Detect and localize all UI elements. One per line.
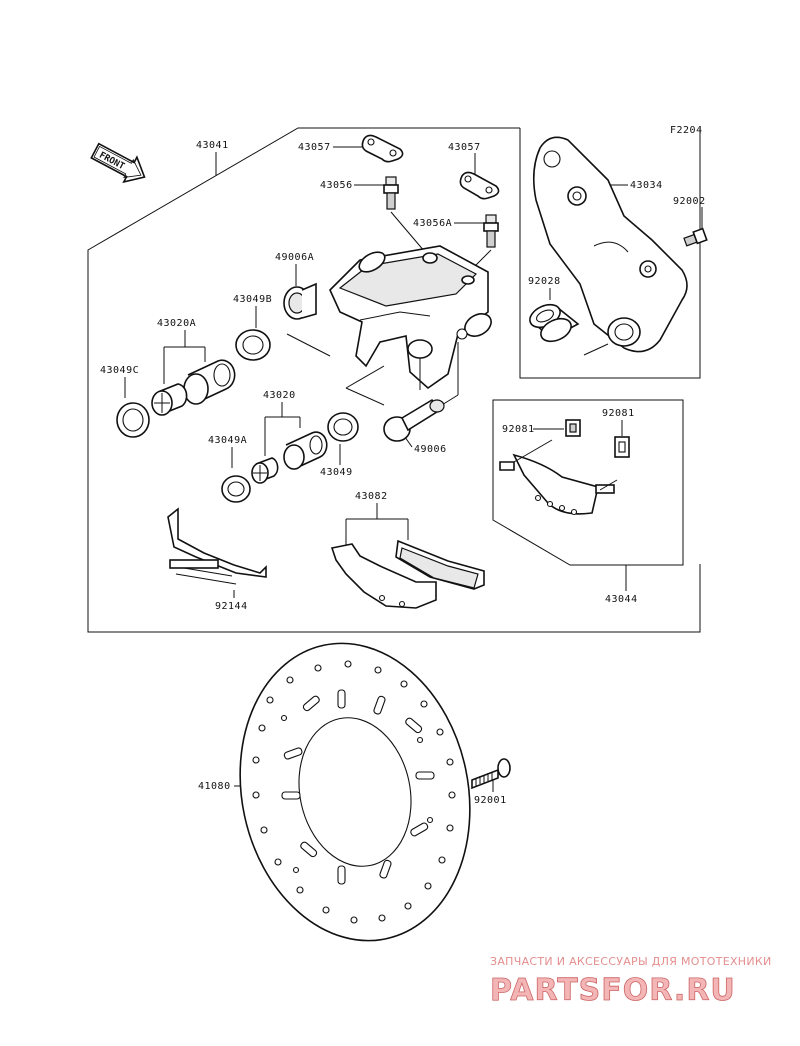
disc-slots [281,689,435,885]
brake-disc [239,642,471,942]
pin-a [565,419,581,437]
caliper-body [329,245,492,390]
label-disc: 41080 [198,781,231,792]
label-pin-b: 92081 [602,408,635,419]
label-bleeder-plate-b: 43057 [448,142,481,153]
collar [529,303,580,343]
label-bracket: 43034 [630,180,663,191]
label-piston-a: 43020A [157,318,196,329]
piston [283,431,328,470]
piston-a [183,359,236,405]
part-labels: 43041 43057 43057 43056 43056A 43034 920… [100,140,706,806]
disc-bolt [471,758,511,790]
label-pad-holder: 43044 [605,594,638,605]
piston-a-insulator [151,383,188,416]
bleeder-plate-a [361,134,404,163]
bleeder-plate-b [459,171,500,200]
bleeder-valve-a [483,214,499,248]
label-seal-a: 43049A [208,435,247,446]
watermark-logo: PARTSFOR.RU [490,973,736,1008]
label-bleeder-plate-a: 43057 [298,142,331,153]
label-bleeder-valve-a: 43056A [413,218,452,229]
bleeder-valve [383,176,399,210]
label-seal-b: 43049B [233,294,272,305]
seal [327,412,359,442]
front-arrow-icon: FRONT [90,142,146,184]
label-boot-a: 49006A [275,252,314,263]
watermark: ЗАПЧАСТИ И АКСЕССУАРЫ ДЛЯ МОТОТЕХНИКИ PA… [490,955,772,1008]
label-bolt-bracket: 92002 [673,196,706,207]
bracket-group-frame [519,128,701,379]
label-piston: 43020 [263,390,296,401]
bracket-bolt [683,227,708,247]
label-boot: 49006 [414,444,447,455]
pad-spring [167,507,267,585]
label-pin-a: 92081 [502,424,535,435]
label-collar: 92028 [528,276,561,287]
boot-a [283,282,317,320]
label-pad-assy: 43082 [355,491,388,502]
label-caliper-assy: 43041 [196,140,229,151]
seal-b [235,329,271,361]
brake-pads [330,539,485,609]
caliper-bracket [532,136,688,353]
label-seal: 43049 [320,467,353,478]
label-bleeder-valve: 43056 [320,180,353,191]
watermark-tagline: ЗАПЧАСТИ И АКСЕССУАРЫ ДЛЯ МОТОТЕХНИКИ [490,955,772,968]
disc-perforations [252,660,456,924]
boot [383,398,445,442]
caliper-group-frame [87,127,701,633]
piston-insulator [251,457,279,484]
figure-code: F2204 [670,125,703,136]
pad-holder [499,439,618,516]
label-spring: 92144 [215,601,248,612]
pin-b [614,436,630,458]
label-disc-bolt: 92001 [474,795,507,806]
seal-c [116,402,150,438]
label-seal-c: 43049C [100,365,139,376]
seal-a [221,475,251,503]
